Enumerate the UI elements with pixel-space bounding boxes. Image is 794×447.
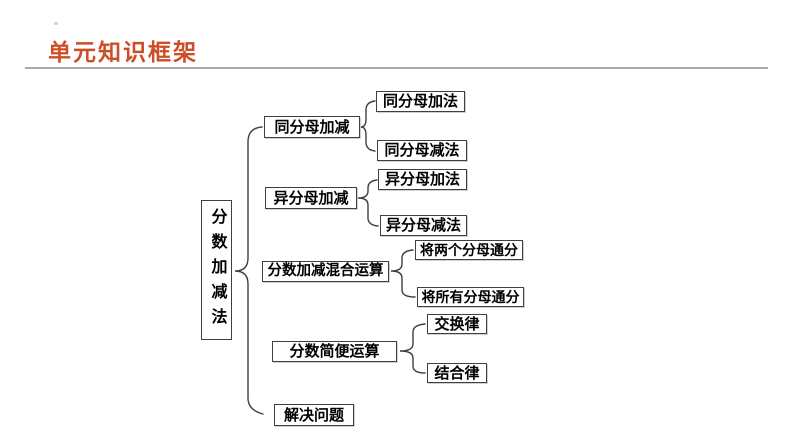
leaf-different-denominator-addition: 异分母加法 bbox=[378, 169, 467, 190]
brace-branch-3 bbox=[399, 323, 426, 374]
leaf-different-denominator-subtraction: 异分母减法 bbox=[380, 215, 467, 236]
leaf-commutative-law: 交换律 bbox=[427, 314, 487, 334]
title-divider-line bbox=[25, 67, 768, 69]
leaf-common-denominator-all: 将所有分母通分 bbox=[417, 287, 524, 307]
node-different-denominator-add-subtract: 异分母加减 bbox=[265, 187, 357, 209]
node-simplified-operations: 分数简便运算 bbox=[272, 341, 397, 362]
brace-root bbox=[234, 126, 264, 415]
leaf-same-denominator-addition: 同分母加法 bbox=[376, 91, 465, 112]
node-mixed-operations: 分数加减混合运算 bbox=[262, 261, 389, 282]
leaf-common-denominator-two: 将两个分母通分 bbox=[415, 240, 523, 260]
node-same-denominator-add-subtract: 同分母加减 bbox=[264, 116, 360, 138]
node-problem-solving: 解决问题 bbox=[274, 404, 354, 426]
brace-branch-1 bbox=[357, 179, 379, 227]
brace-branch-2 bbox=[390, 249, 416, 298]
page-title: 单元知识框架 bbox=[48, 39, 198, 65]
leaf-associative-law: 结合律 bbox=[427, 363, 487, 383]
node-root-fraction-add-subtract: 分数加减法 bbox=[201, 200, 232, 340]
stray-mark bbox=[54, 22, 58, 25]
brace-branch-0 bbox=[360, 100, 376, 152]
leaf-same-denominator-subtraction: 同分母减法 bbox=[377, 140, 467, 161]
